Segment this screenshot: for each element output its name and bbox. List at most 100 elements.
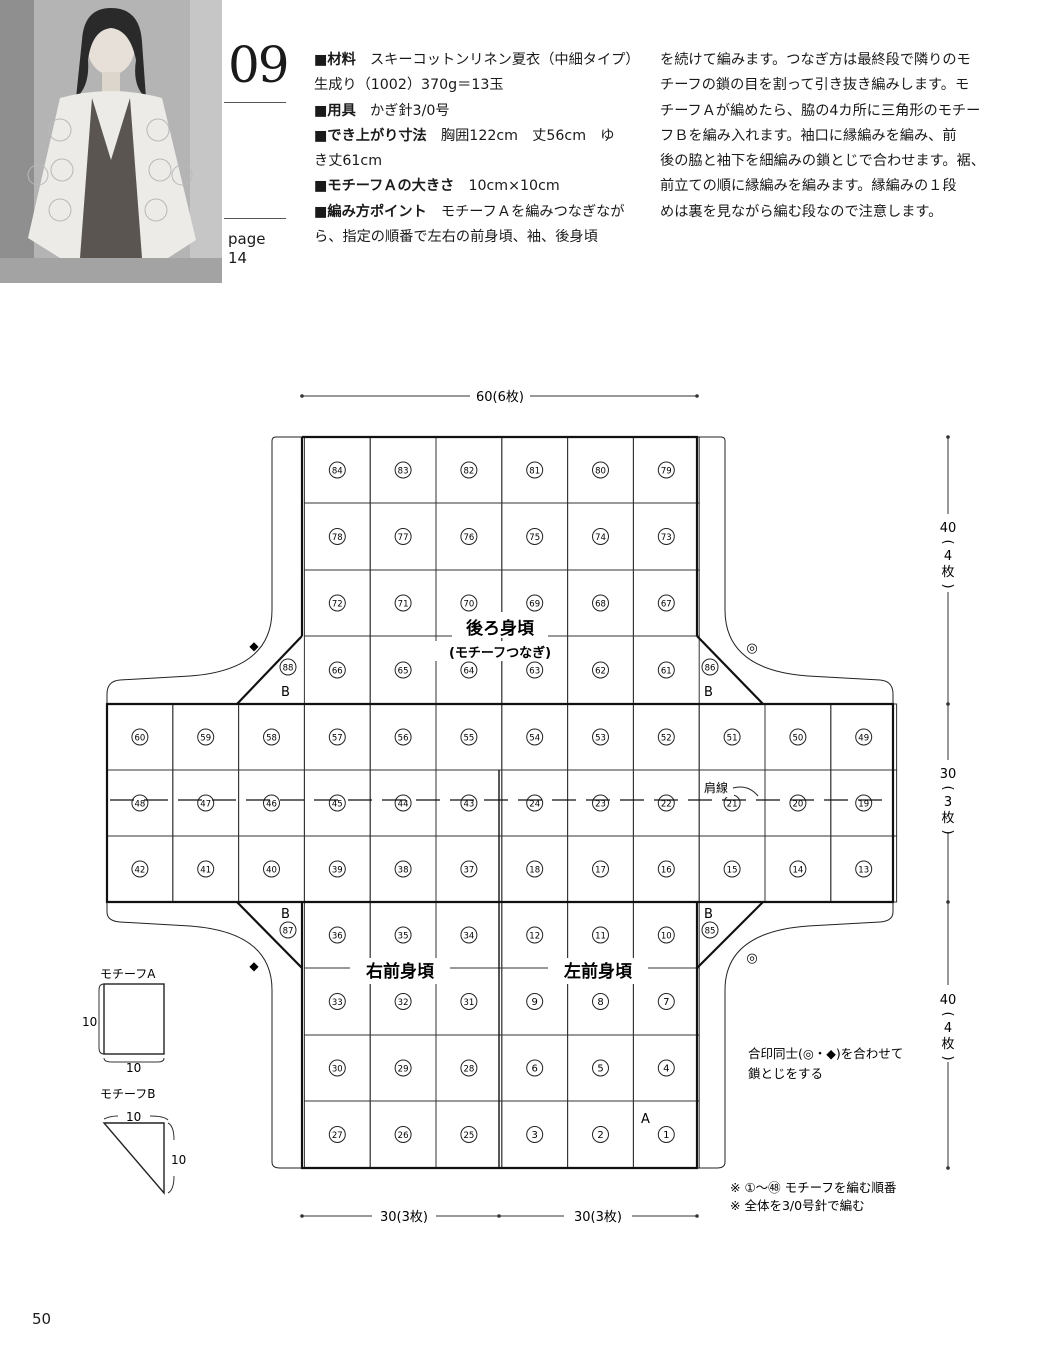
page-reference: page 14: [228, 230, 265, 268]
motif-number: 35: [398, 932, 409, 942]
size-label: ■でき上がり寸法: [314, 127, 427, 144]
outline-top-left: [106, 436, 302, 704]
motif-number: 2: [597, 1130, 603, 1141]
motif-number-circle: [394, 794, 412, 812]
match-note-line-1: 合印同士(◎・◆)を合わせて: [748, 1046, 903, 1061]
motif-number-circle: [263, 728, 280, 746]
motif-number-circle: [328, 594, 346, 612]
motif-number: 31: [463, 998, 474, 1008]
motif-number-circle: [657, 461, 675, 479]
shoulder-label: 肩線: [704, 780, 728, 795]
motif-number: 15: [727, 866, 738, 876]
motif-number: 67: [661, 600, 672, 610]
motif-number-circle: [197, 860, 215, 878]
width-bottom-left-label: 30(3枚): [380, 1210, 428, 1225]
dimension-width-top: 60(6枚): [300, 390, 699, 405]
height-label-char: (: [940, 1011, 955, 1016]
motif-b-height: 10: [171, 1153, 186, 1167]
instructions-line-2: チーフの鎖の目を割って引き抜き編みします。モ: [660, 77, 970, 94]
motif-number-circle: [328, 993, 346, 1010]
motif-number: 32: [398, 998, 409, 1008]
motif-number-circle: [460, 993, 478, 1010]
circle-mark-top: ◎: [746, 641, 757, 656]
motif-b-edge: [236, 635, 303, 705]
hook-note: ※ 全体を3/0号針で編む: [730, 1198, 865, 1213]
motif-number: 65: [398, 667, 409, 677]
motif-number: 39: [332, 866, 343, 876]
motif-number-circle: [460, 528, 478, 545]
motif-number: 62: [595, 667, 606, 677]
dimension-width-bottom: 30(3枚) 30(3枚): [300, 1210, 699, 1225]
motif-b-number-circle: [701, 921, 719, 939]
motif-number: 12: [529, 932, 540, 942]
instructions-line-6: 前立ての順に縁編みを編みます。縁編みの１段: [660, 178, 957, 195]
motif-number: 24: [529, 800, 540, 810]
motif-b-number-circle: [279, 658, 297, 676]
materials-line-2: 生成り（1002）370g＝13玉: [314, 77, 504, 94]
motif-number: 36: [332, 932, 343, 942]
motif-number-circle: [789, 728, 807, 746]
outline-bottom-left: [106, 902, 302, 1169]
motif-number: 26: [398, 1131, 409, 1141]
motif-number: 23: [595, 800, 606, 810]
motif-number-circle: [592, 1059, 609, 1077]
motif-number: 70: [463, 600, 474, 610]
page-number: 14: [228, 249, 248, 267]
motif-number: 52: [661, 734, 672, 744]
width-top-label: 60(6枚): [476, 390, 524, 405]
points-label: ■編み方ポイント: [314, 203, 427, 220]
motif-number: 58: [266, 734, 277, 744]
spec-column-2: を続けて編みます。つなぎ方は最終段で隣りのモ チーフの鎖の目を割って引き抜き編み…: [660, 48, 1000, 225]
height-label-char: 3: [944, 795, 952, 810]
motif-number-circle: [526, 1059, 544, 1077]
motif-number: 78: [332, 533, 343, 543]
motif-number-circle: [526, 794, 544, 812]
motif-number-circle: [723, 728, 741, 746]
height-label-char: 枚: [941, 1037, 954, 1052]
right-front-label: 右前身頃: [366, 961, 435, 982]
motif-number: 25: [463, 1131, 474, 1141]
motif-number-circle: [526, 926, 544, 944]
motif-number-circle: [526, 528, 544, 545]
motif-number-circle: [328, 661, 346, 679]
motif-number-circle: [394, 728, 412, 746]
motif-number: 72: [332, 600, 343, 610]
dimension-height-right: 40(4枚) 30(3枚) 40(4枚): [940, 435, 957, 1170]
motif-number: 30: [332, 1065, 343, 1075]
height-label-char: 4: [944, 549, 952, 564]
motif-number-circle: [460, 594, 478, 612]
motif-number: 27: [332, 1131, 343, 1141]
motif-number: 40: [266, 866, 277, 876]
motif-number: 71: [398, 600, 409, 610]
motif-number: 33: [332, 998, 343, 1008]
motif-number: 29: [398, 1065, 409, 1075]
motif-b-title: モチーフB: [100, 1087, 156, 1101]
motif-number-circle: [328, 926, 346, 944]
motif-number-circle: [460, 661, 478, 679]
motif-size-label: ■モチーフＡの大きさ: [314, 178, 455, 195]
b-letter-bottom-right: B: [704, 907, 713, 922]
diamond-mark-top: ◆: [249, 639, 259, 653]
back-body-sublabel: (モチーフつなぎ): [449, 645, 551, 661]
motif-b-number: 86: [705, 664, 716, 674]
motif-number-circle: [328, 1126, 346, 1143]
motif-number: 16: [661, 866, 672, 876]
back-label-bg: [452, 612, 548, 638]
motif-number: 7: [663, 997, 669, 1008]
motif-number-circle: [855, 794, 873, 812]
motif-number: 80: [595, 467, 606, 477]
motif-number-circle: [328, 794, 346, 812]
motif-number-circle: [526, 461, 544, 479]
page-folio: 50: [32, 1310, 52, 1328]
pattern-number: 09: [228, 36, 290, 94]
points-line-2: ら、指定の順番で左右の前身頃、袖、後身頃: [314, 229, 598, 246]
motif-number-circle: [526, 728, 544, 746]
motif-number: 14: [792, 866, 803, 876]
height-bottom-label: 40(4枚): [940, 993, 957, 1061]
motif-number: 3: [532, 1130, 538, 1141]
height-label-char: ): [940, 1055, 955, 1060]
body-outline: [300, 435, 699, 636]
motif-number: 13: [858, 866, 869, 876]
